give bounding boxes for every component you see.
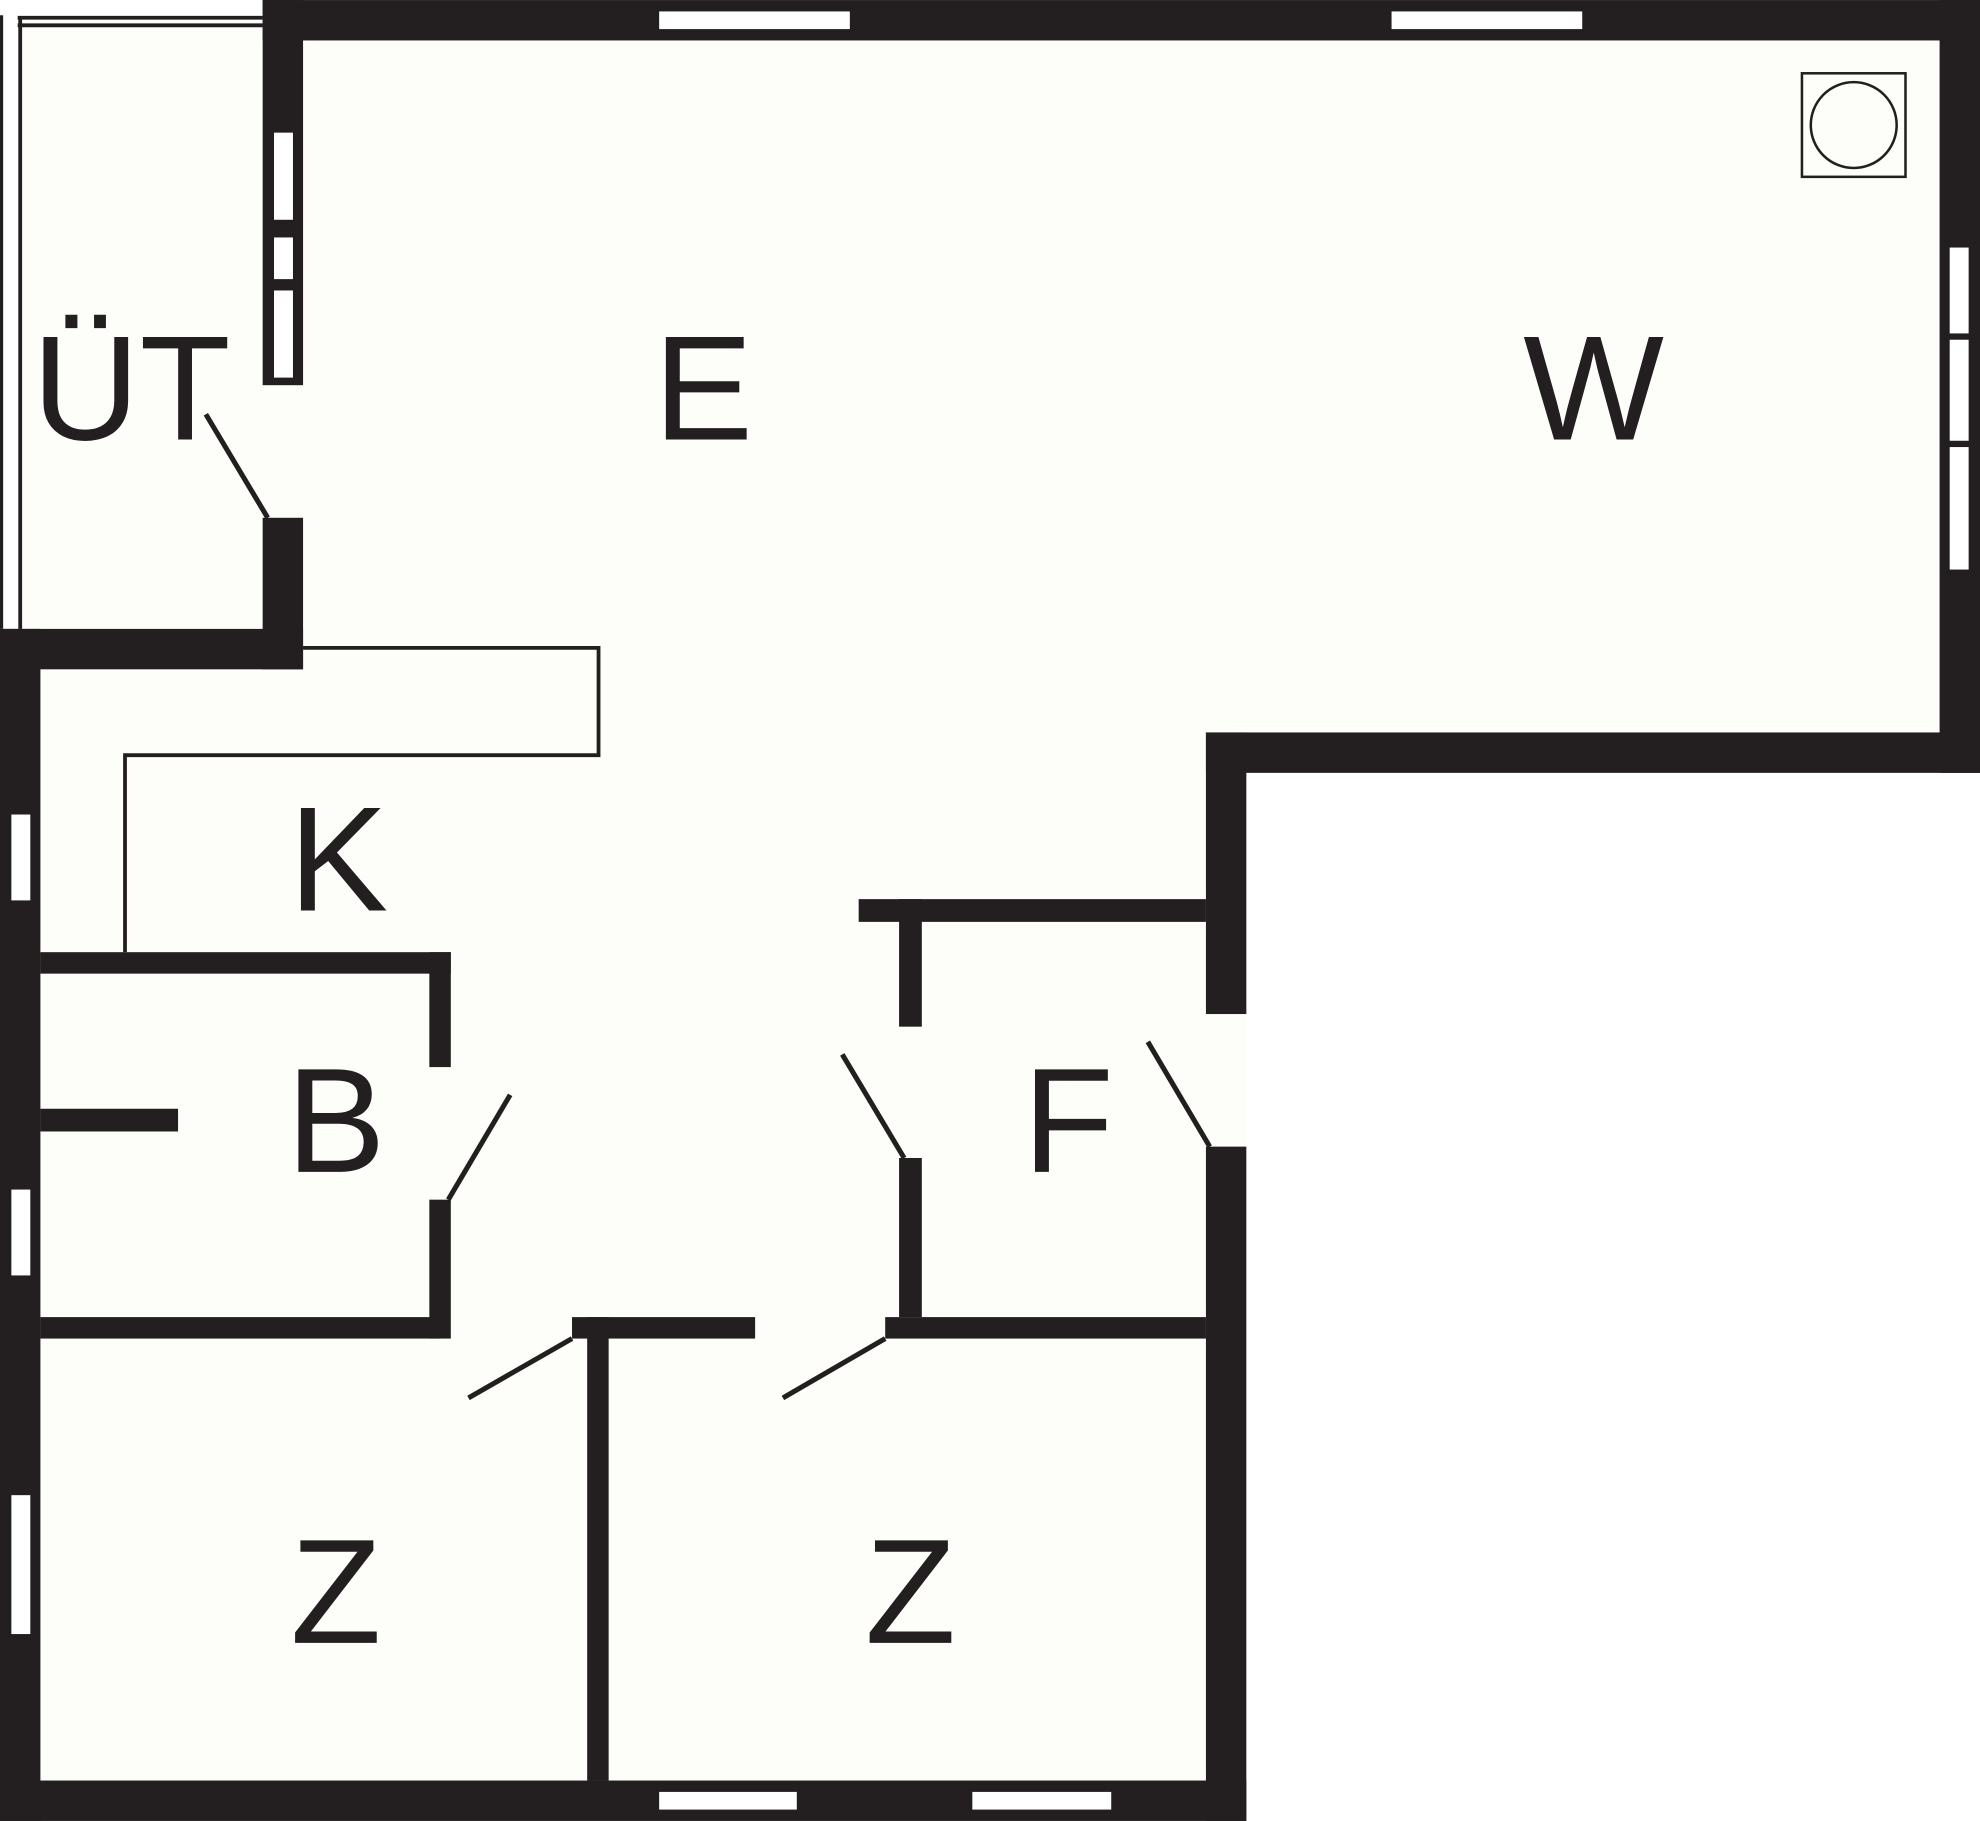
room-label-kitchen: K bbox=[289, 776, 388, 943]
room-label-bedroom-1: Z bbox=[290, 1508, 381, 1675]
room-label-utility: ÜT bbox=[32, 304, 231, 471]
room-label-bedroom-2: Z bbox=[865, 1508, 956, 1675]
room-label-hallway: F bbox=[1023, 1037, 1114, 1204]
room-label-entrance: E bbox=[654, 304, 753, 471]
utility-room-outline bbox=[0, 15, 263, 629]
room-label-living: W bbox=[1523, 304, 1664, 471]
fireplace-icon bbox=[1800, 72, 1907, 179]
room-label-bathroom: B bbox=[286, 1037, 385, 1204]
kitchen-counter bbox=[123, 645, 601, 953]
windows bbox=[8, 8, 1972, 1813]
doors bbox=[203, 412, 1212, 1401]
